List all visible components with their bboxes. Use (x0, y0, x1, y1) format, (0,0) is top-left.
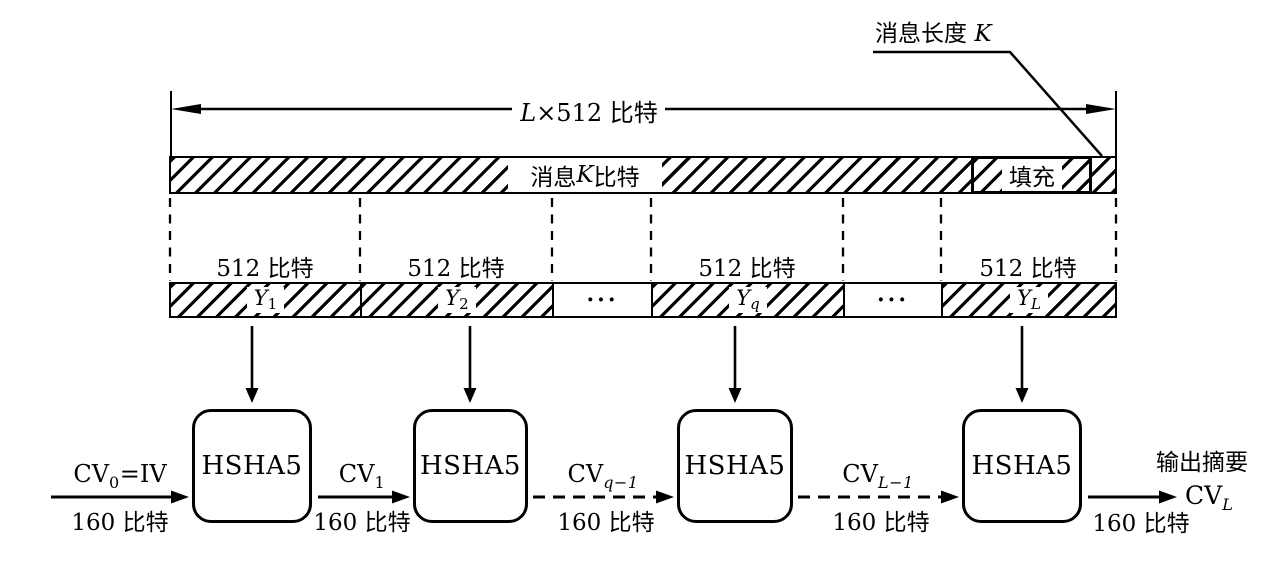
chain-arrow-cvq1 (533, 490, 674, 504)
cv-base: CV (842, 460, 878, 488)
block-y2: Y2 (360, 284, 552, 316)
output-arrow (1088, 490, 1177, 504)
y-sub: L (1030, 295, 1041, 313)
hash-box-1: HSHA5 (192, 409, 312, 523)
hash-box-3: HSHA5 (677, 409, 793, 523)
size-label-1: 512 比特 (216, 256, 314, 282)
message-length-leader-line (873, 50, 1103, 157)
block-y2-label: Y2 (438, 286, 476, 313)
output-digest-title: 输出摘要 (1156, 450, 1248, 476)
cv-base: CV (73, 460, 110, 488)
block-yl: YL (941, 284, 1115, 316)
hash-box-2: HSHA5 (413, 409, 528, 523)
cv0-label: CV0=IV (73, 460, 166, 492)
y-base: Y (736, 286, 751, 310)
cv1-label: CV1 (339, 460, 385, 492)
ellipsis-label: ··· (877, 287, 909, 313)
padded-message-bar: 消息 K 比特 填充 (169, 156, 1117, 194)
block-boundary-dashed-lines (168, 198, 1118, 281)
cv-sub: 0 (109, 473, 120, 492)
block-yl-label: YL (1010, 287, 1048, 313)
chain-arrow-cvl1 (798, 490, 959, 504)
bits-label-2: 160 比特 (313, 510, 411, 536)
bits-label-1: 160 比特 (71, 510, 169, 536)
cvl1-label: CVL−1 (842, 460, 913, 492)
cv-sub: q−1 (603, 473, 639, 492)
block-ellipsis-2: ··· (843, 284, 941, 316)
message-length-var: K (974, 21, 992, 47)
y-base: Y (253, 286, 268, 310)
cv-base: CV (338, 460, 375, 488)
size-label-3: 512 比特 (698, 256, 796, 282)
chain-arrow-cv1 (318, 490, 410, 504)
message-bits-suffix: 比特 (593, 165, 640, 191)
size-label-4: 512 比特 (979, 256, 1077, 282)
cv-suffix: =IV (119, 460, 167, 488)
block-yq: Yq (651, 284, 843, 316)
cv-base: CV (567, 460, 604, 488)
hash-box-4: HSHA5 (962, 409, 1082, 523)
total-width-dimension-arrow (171, 104, 1116, 114)
bits-label-output: 160 比特 (1092, 511, 1190, 537)
message-bits-prefix: 消息 (530, 165, 577, 191)
extension-lines (170, 91, 1117, 156)
y-base: Y (445, 286, 460, 310)
ellipsis-label: ··· (586, 287, 619, 313)
block-bar: Y1 Y2 ··· Yq ··· YL (169, 282, 1117, 318)
message-length-text: 消息长度 (875, 21, 975, 47)
message-length-callout: 消息长度 K (875, 14, 992, 48)
y-sub: 1 (267, 295, 278, 313)
cv-sub: 1 (374, 473, 386, 492)
output-cv-label: CVL (1185, 481, 1233, 514)
block-y1: Y1 (171, 284, 360, 316)
bits-label-4: 160 比特 (832, 510, 930, 536)
cvq1-label: CVq−1 (567, 460, 638, 492)
cv-sub: L (1222, 495, 1234, 514)
total-width-label: L×512 比特 (520, 93, 657, 128)
y-sub: 2 (459, 295, 469, 313)
total-width-text: ×512 比特 (536, 99, 658, 127)
message-bits-var: K (576, 162, 594, 188)
block-ellipsis-1: ··· (552, 284, 651, 316)
cv-base: CV (1185, 481, 1223, 510)
total-width-var: L (520, 99, 537, 127)
block-y1-label: Y1 (246, 286, 285, 313)
chain-arrow-cv0 (51, 490, 189, 504)
block-to-box-arrows (245, 326, 1029, 403)
bits-label-3: 160 比特 (557, 510, 655, 536)
block-yq-label: Yq (729, 286, 767, 313)
cv-sub: L−1 (877, 473, 914, 492)
y-base: Y (1017, 286, 1031, 310)
message-bits-label: 消息 K 比特 (508, 158, 662, 192)
padding-field: 填充 (971, 156, 1092, 194)
size-label-2: 512 比特 (407, 256, 505, 282)
y-sub: q (750, 295, 760, 313)
padding-label: 填充 (1002, 159, 1062, 191)
